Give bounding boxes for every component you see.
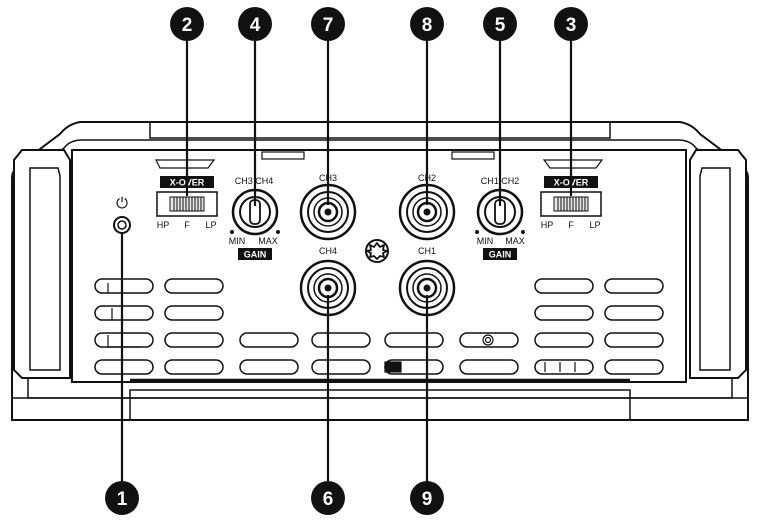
gain-right-min-label: MIN: [477, 236, 494, 246]
gain-right-max-label: MAX: [505, 236, 525, 246]
center-screw-icon: [365, 239, 389, 263]
svg-text:8: 8: [422, 15, 433, 36]
right-side-handle: [689, 149, 747, 379]
svg-text:9: 9: [422, 489, 433, 510]
power-led: ⏻: [113, 194, 131, 234]
svg-text:2: 2: [182, 15, 193, 36]
rca-ch1-label: CH1: [418, 246, 436, 256]
svg-text:5: 5: [495, 15, 506, 36]
xover-right-lp-label: LP: [589, 220, 600, 230]
callout-marker-4: 4: [238, 7, 272, 41]
gain-left-min-label: MIN: [229, 236, 246, 246]
left-side-handle: [13, 149, 71, 379]
callout-marker-9: 9: [410, 481, 444, 515]
xover-right-hp-label: HP: [541, 220, 554, 230]
gain-left-title: GAIN: [244, 250, 267, 260]
callout-marker-3: 3: [554, 7, 588, 41]
rca-input-ch4[interactable]: CH4: [299, 246, 357, 317]
callout-marker-5: 5: [483, 7, 517, 41]
svg-text:4: 4: [250, 15, 261, 36]
callout-marker-6: 6: [311, 481, 345, 515]
xover-left-f-label: F: [184, 220, 190, 230]
callout-marker-2: 2: [170, 7, 204, 41]
power-icon: ⏻: [116, 194, 128, 212]
gain-right-title: GAIN: [489, 250, 512, 260]
gain-knob-left[interactable]: CH3 CH4 MIN MAX GAIN: [229, 176, 280, 260]
xover-left-lp-label: LP: [205, 220, 216, 230]
svg-text:6: 6: [323, 489, 334, 510]
rca-input-ch1[interactable]: CH1: [398, 246, 456, 317]
rca-ch4-label: CH4: [319, 246, 337, 256]
xover-switch-left[interactable]: X-OVER HP F LP: [156, 176, 218, 230]
svg-text:1: 1: [117, 489, 128, 510]
svg-text:3: 3: [566, 15, 577, 36]
callout-marker-7: 7: [311, 7, 345, 41]
callout-marker-8: 8: [410, 7, 444, 41]
gain-left-max-label: MAX: [258, 236, 278, 246]
svg-text:7: 7: [323, 15, 334, 36]
xover-right-f-label: F: [568, 220, 574, 230]
callout-leader-lines: [120, 38, 573, 482]
vent-inner-details: [107, 283, 576, 373]
callout-marker-1: 1: [105, 481, 139, 515]
panel-top-clips: [155, 151, 604, 169]
xover-left-hp-label: HP: [157, 220, 170, 230]
vent-slots: [94, 278, 664, 375]
